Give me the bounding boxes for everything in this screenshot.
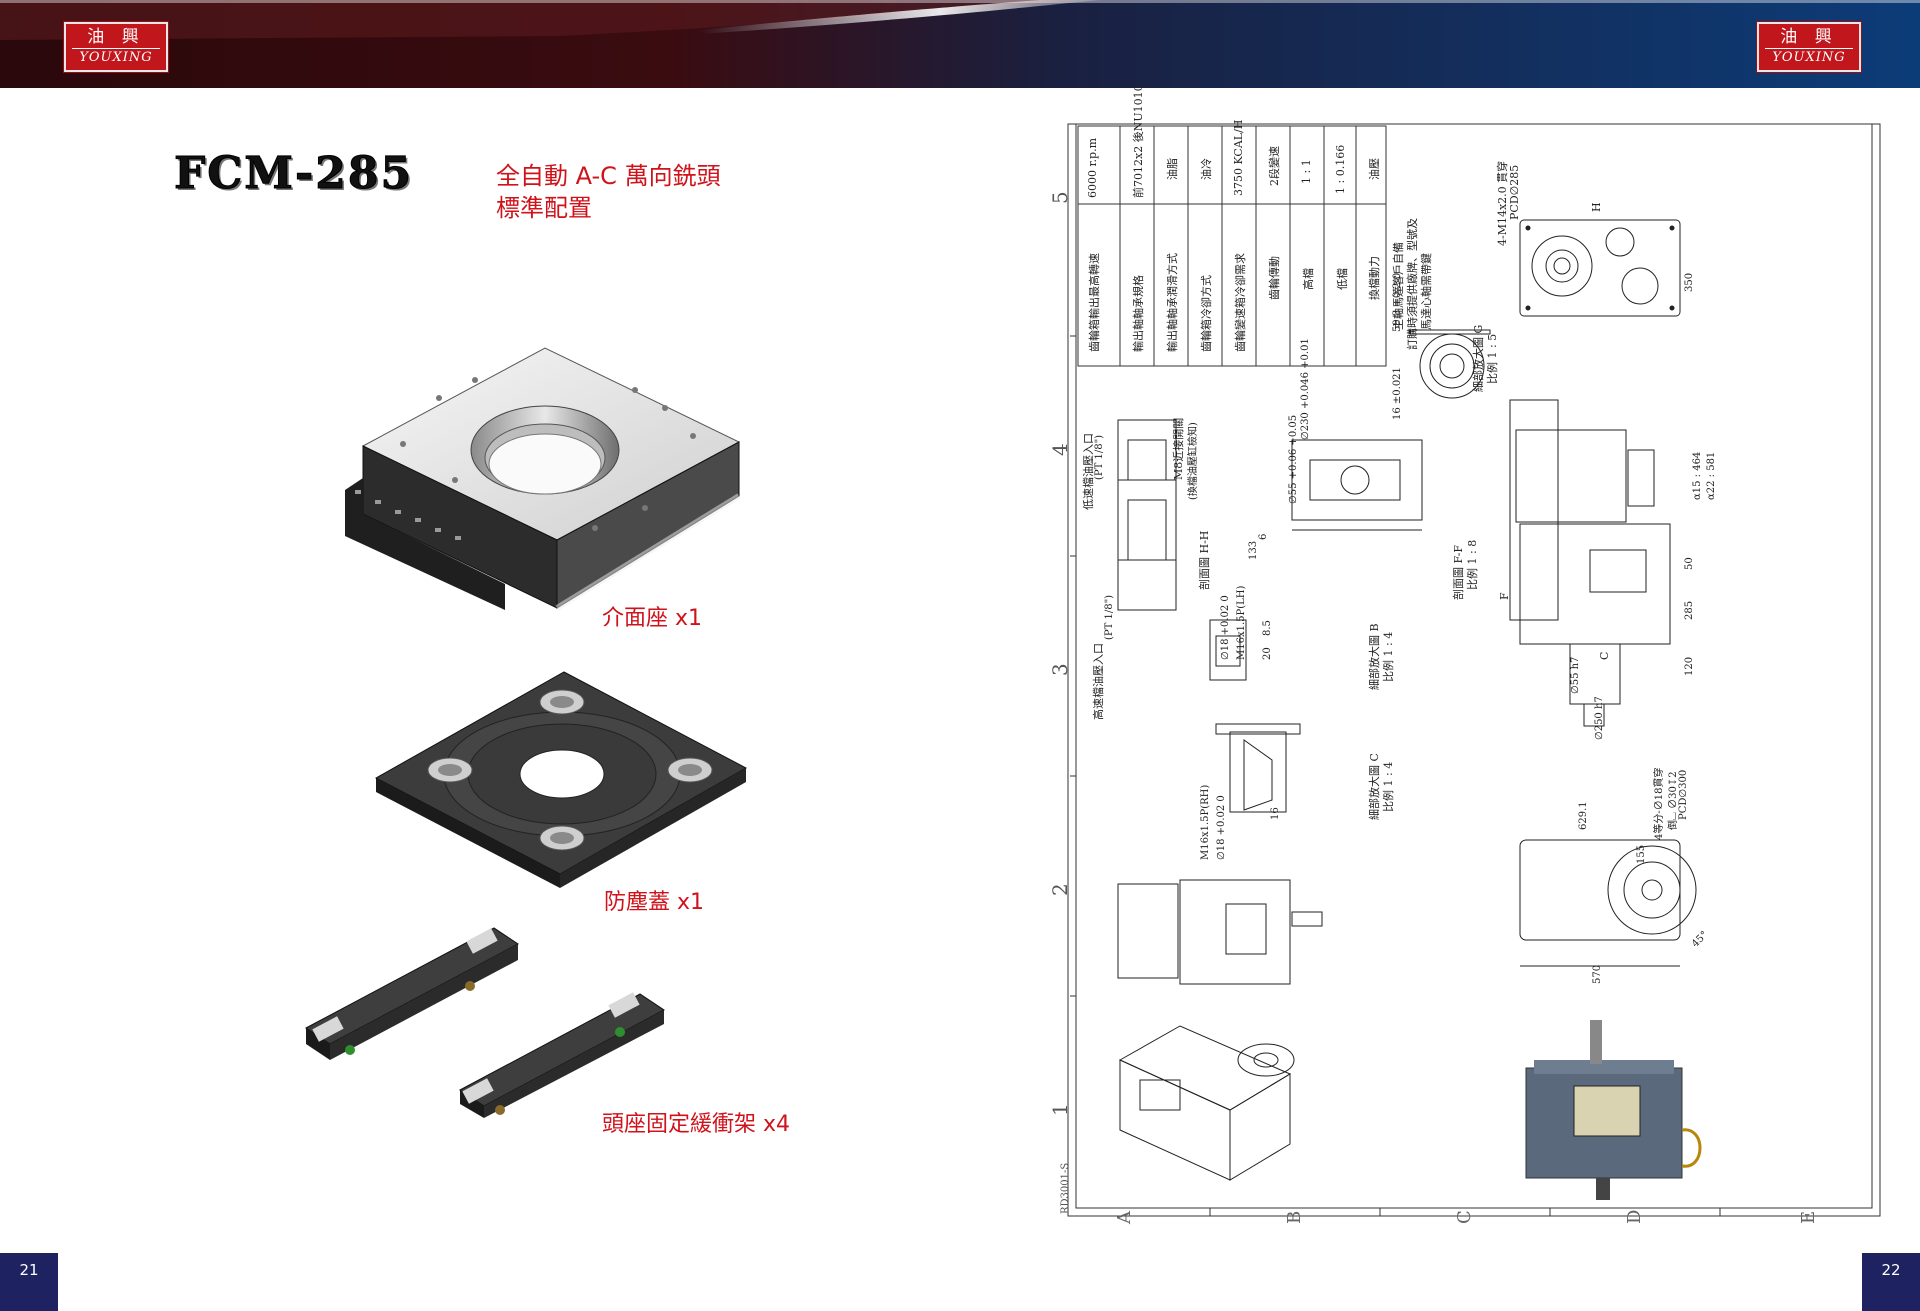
label-holes: 4等分-∅18貫穿 xyxy=(1654,767,1665,840)
logo-left-cn: 油 興 xyxy=(87,27,145,47)
spec-value-5: 2段變速 xyxy=(1268,146,1281,186)
zone-b: B xyxy=(1284,1210,1305,1224)
zone-4: 4 xyxy=(1048,443,1072,456)
label-mark-h: H xyxy=(1590,202,1603,212)
subtitle-line1: 全自動 A-C 萬向銑頭 xyxy=(496,162,721,190)
zone-d: D xyxy=(1624,1209,1645,1224)
label-d55h7: ∅55 h7 xyxy=(1570,656,1581,694)
label-section-ff-scale: 比例 1 : 8 xyxy=(1466,539,1479,590)
spec-label-6: 高檔 xyxy=(1302,268,1315,290)
spec-value-7: 1 : 0.166 xyxy=(1334,144,1347,194)
logo-right-cn: 油 興 xyxy=(1780,27,1838,47)
spec-label-7: 低檔 xyxy=(1336,268,1349,290)
label-high-pt: (PT 1/8") xyxy=(1104,594,1115,640)
page-number-right: 22 xyxy=(1862,1253,1920,1311)
interface-seat-image xyxy=(345,347,741,611)
spec-value-0: 6000 r.p.m xyxy=(1086,137,1099,198)
spec-value-4: 3750 KCAL/H xyxy=(1232,119,1245,196)
part-label-dust-cover: 防塵蓋 x1 xyxy=(604,890,705,915)
logo-right: 油 興 YOUXING xyxy=(1756,21,1862,73)
label-dim-350: 350 xyxy=(1684,272,1695,292)
label-dim-20a: 20 xyxy=(1262,647,1273,660)
spec-label-5: 齒輪傳動 xyxy=(1268,256,1281,300)
label-pcd285: PCD∅285 xyxy=(1508,164,1521,220)
label-mark-c: C xyxy=(1598,651,1611,660)
label-dim-6291: 629.1 xyxy=(1578,801,1589,830)
spec-label-3: 齒輪箱冷卻方式 xyxy=(1200,275,1213,352)
label-d55: ∅55 +0.06 +0.05 xyxy=(1288,414,1299,504)
label-dim-85: 8.5 xyxy=(1262,620,1273,636)
label-d16: 16 ±0.021 xyxy=(1392,367,1403,420)
label-mark-f: F xyxy=(1498,592,1511,600)
part-label-interface-seat: 介面座 x1 xyxy=(602,606,703,631)
dust-cover-image xyxy=(374,671,748,888)
spec-label-2: 輸出軸軸承潤滑方式 xyxy=(1166,253,1179,352)
logo-right-en: YOUXING xyxy=(1765,48,1853,67)
spec-value-8: 油壓 xyxy=(1368,158,1381,180)
spec-value-3: 油冷 xyxy=(1200,158,1213,180)
zone-1: 1 xyxy=(1048,1103,1072,1116)
label-dim-6: 6 xyxy=(1258,533,1269,540)
label-m8-sub: (換檔油壓缸檢知) xyxy=(1188,422,1199,500)
label-cbore: 倒⌴ ∅30↧2 xyxy=(1668,771,1679,830)
label-high-inlet: 高速檔油壓入口 xyxy=(1092,643,1105,720)
label-d230: ∅230 +0.046 +0.01 xyxy=(1300,338,1311,440)
header-band: 油 興 YOUXING 油 興 YOUXING xyxy=(0,0,1920,88)
subtitle-line2: 標準配置 xyxy=(496,194,592,222)
label-m16-lh: M16x1.5P(LH) xyxy=(1236,585,1247,660)
logo-left-en: YOUXING xyxy=(72,48,160,67)
label-dim-581: α22 : 581 xyxy=(1706,451,1717,500)
spec-label-4: 齒輪變速箱冷卻需求 xyxy=(1234,253,1247,352)
label-dim-16: 16 xyxy=(1270,807,1281,820)
spec-value-2: 油脂 xyxy=(1166,158,1179,180)
zone-5: 5 xyxy=(1048,191,1072,204)
label-pcd300: PCD∅300 xyxy=(1678,769,1689,820)
label-dim-464: α15 : 464 xyxy=(1692,451,1703,500)
header-gradient xyxy=(0,0,1920,88)
zone-e: E xyxy=(1798,1210,1819,1224)
spec-label-0: 齒輪箱輸出最高轉速 xyxy=(1088,253,1101,352)
zone-a: A xyxy=(1114,1211,1135,1224)
engineering-drawing: 5 4 3 2 1 A B C D E RD3001-S 齒輪箱輸出最高轉速 6… xyxy=(1030,84,1888,1224)
label-d18a: ∅18 +0.02 0 xyxy=(1220,595,1231,660)
label-dim-155: 155 xyxy=(1636,844,1647,864)
zone-c: C xyxy=(1454,1210,1475,1224)
note-3: 馬達心軸需帶鍵 xyxy=(1420,253,1433,330)
label-detail-g-scale: 比例 1 : 5 xyxy=(1486,333,1499,384)
bracket-2 xyxy=(459,992,665,1118)
label-low-pt: (PT 1/8") xyxy=(1094,434,1105,480)
logo-left: 油 興 YOUXING xyxy=(63,21,169,73)
label-detail-b-scale: 比例 1 : 4 xyxy=(1382,631,1395,682)
label-d18b: ∅18 +0.02 0 xyxy=(1216,795,1227,860)
model-title: FCM-285 xyxy=(173,148,414,200)
buffer-bracket-image xyxy=(305,927,665,1118)
part-label-buffer-bracket: 頭座固定緩衝架 x4 xyxy=(602,1112,791,1137)
zone-3: 3 xyxy=(1048,663,1072,676)
label-d59: 59.3 +0.2 0 xyxy=(1392,272,1403,332)
label-dim-285: 285 xyxy=(1684,600,1695,620)
label-m16-rh: M16x1.5P(RH) xyxy=(1200,784,1211,860)
label-section-hh: 剖面圖 H-H xyxy=(1198,530,1211,590)
subtitle: 全自動 A-C 萬向銑頭 標準配置 xyxy=(496,160,721,224)
spec-label-1: 輸出軸軸承規格 xyxy=(1132,275,1145,352)
label-d250: ∅250 h7 xyxy=(1594,696,1605,740)
drawing-lines xyxy=(1067,123,1881,1217)
label-dim-570: 570 xyxy=(1592,964,1603,984)
spec-label-8: 換檔動力 xyxy=(1368,256,1381,300)
label-dim-120: 120 xyxy=(1684,656,1695,676)
spec-value-1: 前7012x2 後NU1010 xyxy=(1132,84,1145,198)
spec-value-6: 1 : 1 xyxy=(1300,159,1313,184)
label-dim-133: 133 xyxy=(1248,540,1259,560)
zone-2: 2 xyxy=(1048,883,1072,896)
label-dim-50: 50 xyxy=(1684,557,1695,570)
bracket-1 xyxy=(305,927,519,1060)
label-detail-c-scale: 比例 1 : 4 xyxy=(1382,761,1395,812)
drawing-number: RD3001-S xyxy=(1060,1162,1071,1214)
page-number-left: 21 xyxy=(0,1253,58,1311)
